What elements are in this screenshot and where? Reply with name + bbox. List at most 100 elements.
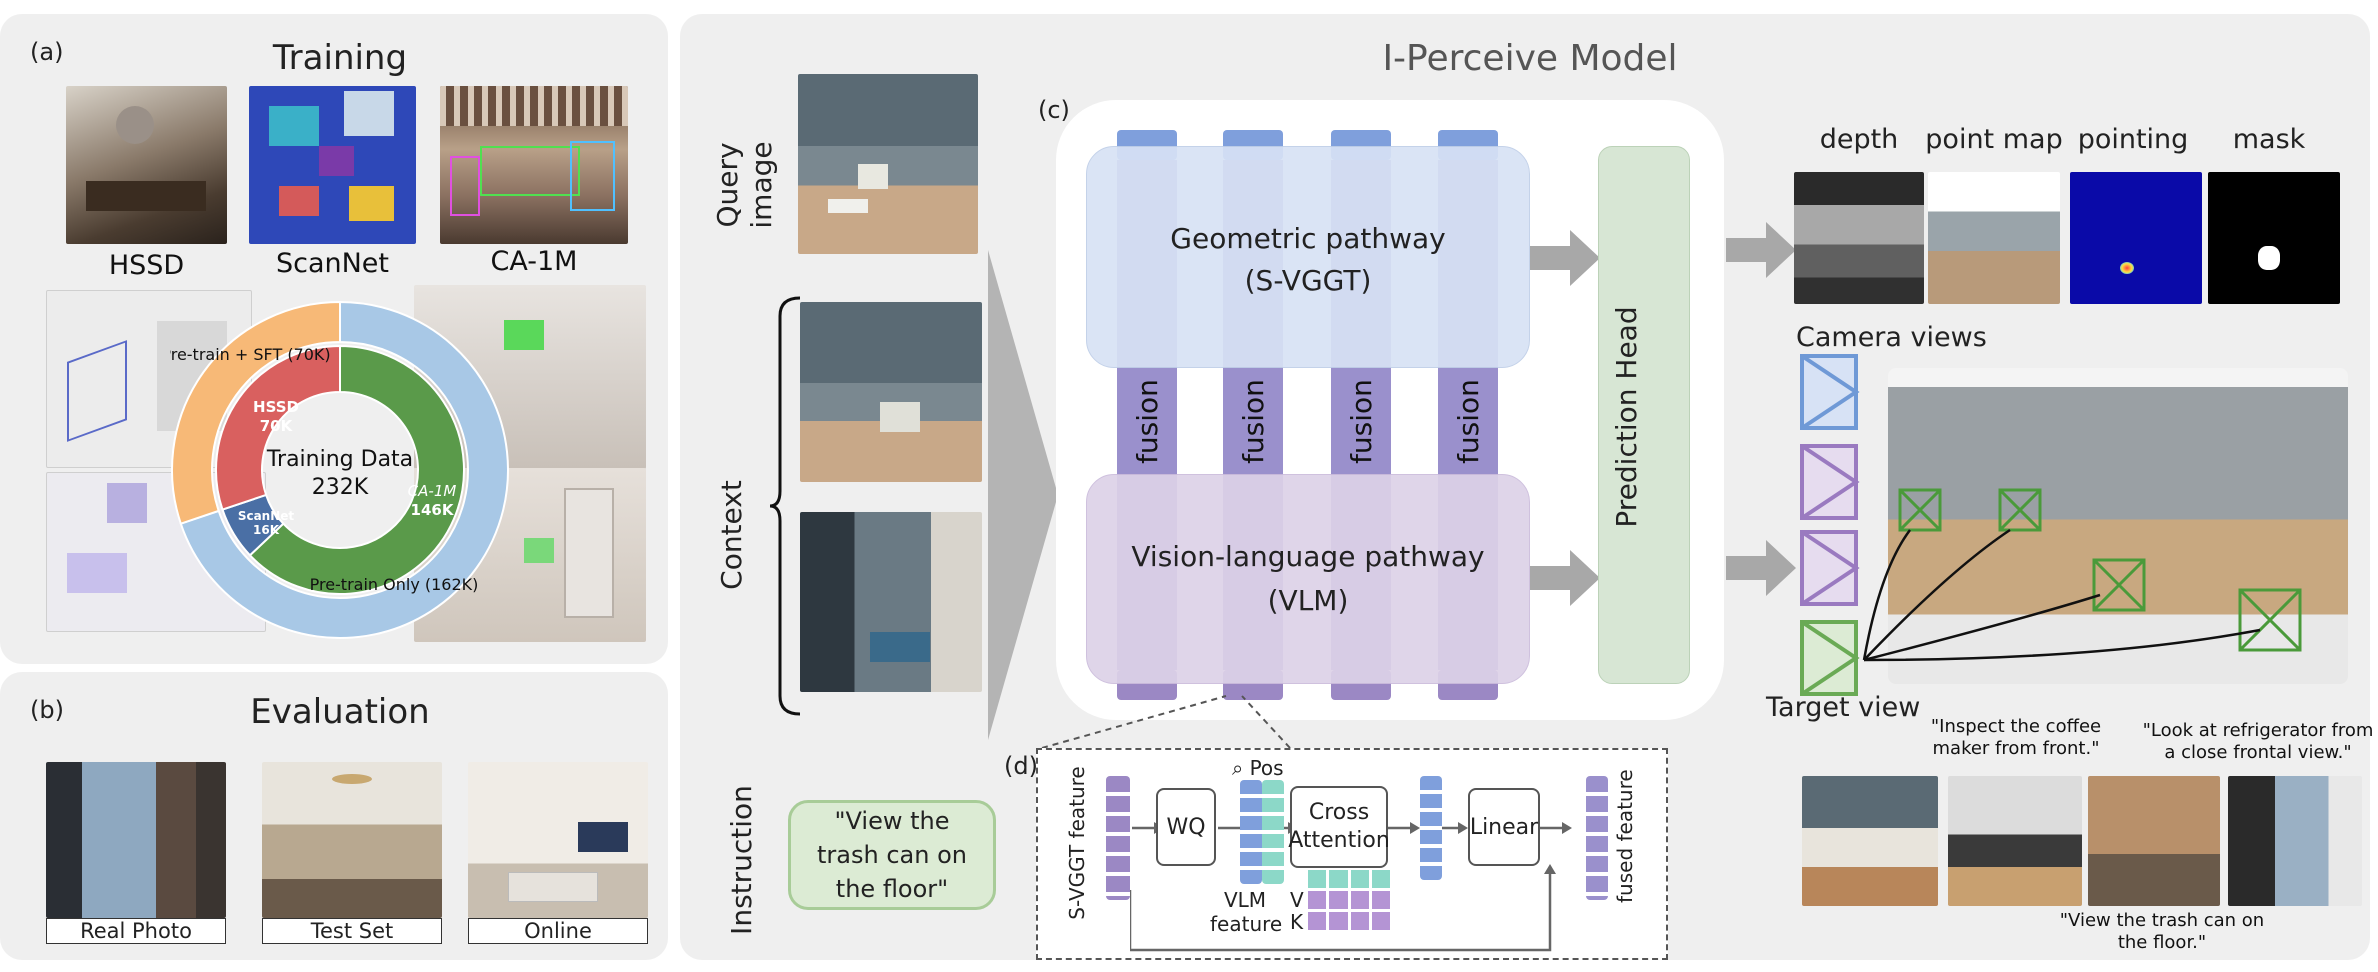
- fused-feature-label: fused feature: [1613, 769, 1637, 903]
- output-pointing-label: pointing: [2077, 124, 2189, 155]
- target-view-image-2: [1948, 776, 2082, 906]
- wq-block: WQ: [1156, 788, 1216, 866]
- ca1m-caption: CA-1M: [490, 246, 578, 277]
- attention-output-token-stack: [1420, 776, 1442, 880]
- fused-token-stack: [1586, 776, 1608, 900]
- real-photo-image: [46, 762, 226, 918]
- instruction-box: "View the trash can on the floor": [788, 800, 996, 910]
- point-map-output-image: [1928, 172, 2060, 304]
- donut-scannet-label: ScanNet: [238, 509, 295, 523]
- donut-outer-pretrain-label: Pre-train Only (162K): [310, 575, 479, 594]
- context-bracket: [770, 296, 801, 716]
- hssd-image: [66, 86, 227, 244]
- query-token-stack: [1240, 780, 1262, 884]
- model-title: I-Perceive Model: [1382, 38, 1678, 79]
- panel-c-letter: (c): [1038, 96, 1070, 124]
- online-image: [468, 762, 648, 918]
- donut-scannet-value: 16K: [253, 523, 280, 537]
- query-image-label: Query image: [711, 141, 778, 229]
- geo-to-head-arrow: [1530, 230, 1600, 286]
- camera-pose-overlay: [1862, 488, 2302, 662]
- scannet-caption: ScanNet: [275, 248, 390, 279]
- geometric-pathway-subtitle: (S-VGGT): [1244, 264, 1372, 297]
- donut-hssd-value: 70K: [260, 417, 294, 435]
- pos-text: Pos: [1249, 756, 1284, 780]
- fusion-label-2: fusion: [1223, 368, 1283, 474]
- vlm-pathway-subtitle: (VLM): [1267, 584, 1349, 617]
- context-image-2: [800, 512, 982, 692]
- instruction-text: "View the trash can on the floor": [817, 807, 967, 903]
- prediction-head: Prediction Head: [1598, 146, 1690, 684]
- k-label: K: [1290, 910, 1304, 934]
- scene-reconstruction: [1888, 368, 2348, 684]
- quote-trash-can: "View the trash can on the floor.": [2059, 910, 2265, 953]
- donut-center-title: Training Data: [266, 447, 413, 472]
- query-image: [798, 74, 978, 254]
- camera-view-icons: [1800, 354, 1860, 696]
- ca1m-image: [440, 86, 628, 244]
- output-mask-label: mask: [2232, 124, 2306, 155]
- svggt-token-stack: [1106, 776, 1130, 900]
- training-data-donut-chart: Training Data 232K HSSD 70K ScanNet 16K …: [170, 300, 509, 639]
- test-set-image: [262, 762, 442, 918]
- target-view-image-1: [1802, 776, 1938, 906]
- donut-hssd-label: HSSD: [253, 398, 299, 416]
- output-point-map-label: point map: [1925, 124, 2063, 155]
- vlm-pathway: [1086, 474, 1530, 684]
- instruction-label: Instruction: [725, 785, 758, 935]
- prediction-head-label: Prediction Head: [1610, 306, 1643, 528]
- cross-attention-block: Cross Attention: [1288, 786, 1390, 868]
- output-depth-label: depth: [1819, 124, 1899, 155]
- panel-d-letter: (d): [1004, 752, 1038, 780]
- pos-icon: ⌕: [1232, 756, 1244, 780]
- svggt-feature-label: S-VGGT feature: [1065, 766, 1089, 920]
- head-to-views-arrow: [1726, 540, 1796, 596]
- donut-outer-slice-1: [179, 300, 509, 639]
- donut-inner-slice-hssd: [215, 344, 341, 511]
- donut-inner-slice-ca-1m: [248, 344, 465, 595]
- scannet-image: [249, 86, 416, 244]
- target-view-image-4: [2228, 776, 2362, 906]
- donut-outer-slice-0: [171, 300, 341, 525]
- linear-block: Linear: [1468, 788, 1540, 866]
- camera-blue-icon: [1800, 354, 1860, 430]
- geometric-pathway: [1086, 146, 1530, 368]
- donut-ca1m-label: CA-1M: [408, 482, 457, 500]
- camera-views-label: Camera views: [1796, 322, 1987, 353]
- online-caption: Online: [468, 918, 648, 944]
- pos-label: ⌕ Pos: [1232, 756, 1284, 780]
- kv-token-grid: [1308, 870, 1390, 930]
- v-label: V: [1290, 888, 1304, 912]
- hssd-caption: HSSD: [108, 250, 185, 281]
- cross-attention-text: Cross Attention: [1288, 800, 1390, 853]
- vlm-pathway-title: Vision-language pathway: [1131, 540, 1485, 573]
- context-image-1: [800, 302, 982, 482]
- context-label: Context: [715, 480, 748, 590]
- training-title: Training: [272, 38, 408, 78]
- panel-a-letter: (a): [30, 38, 64, 66]
- pointing-output-image: [2070, 172, 2202, 304]
- head-to-outputs-arrow: [1726, 222, 1796, 278]
- vlm-feature-label: VLM feature: [1210, 888, 1283, 936]
- donut-outer-sft-label: Pre-train + SFT (70K): [170, 345, 331, 364]
- vlm-to-head-arrow: [1530, 550, 1600, 606]
- mask-output-image: [2208, 172, 2340, 304]
- quote-refrigerator: "Look at refrigerator from a close front…: [2142, 720, 2374, 763]
- input-arrow: [988, 250, 1058, 740]
- fusion-label-1: fusion: [1117, 368, 1177, 474]
- evaluation-title: Evaluation: [250, 692, 430, 732]
- panel-b-letter: (b): [30, 696, 64, 724]
- camera-purple-icon-1: [1800, 444, 1860, 520]
- donut-ca1m-value: 146K: [411, 501, 455, 519]
- test-set-caption: Test Set: [262, 918, 442, 944]
- target-view-image-3: [2088, 776, 2220, 906]
- depth-output-image: [1794, 172, 1924, 304]
- camera-green-icon: [1800, 620, 1860, 696]
- quote-coffee-maker: "Inspect the coffee maker from front.": [1930, 716, 2102, 759]
- target-view-label: Target view: [1766, 692, 1921, 723]
- donut-center-value: 232K: [312, 475, 369, 500]
- pos-token-stack: [1262, 780, 1284, 884]
- camera-purple-icon-2: [1800, 530, 1860, 606]
- detail-zoom-lines: [1041, 695, 1291, 749]
- fusion-label-4: fusion: [1438, 368, 1498, 474]
